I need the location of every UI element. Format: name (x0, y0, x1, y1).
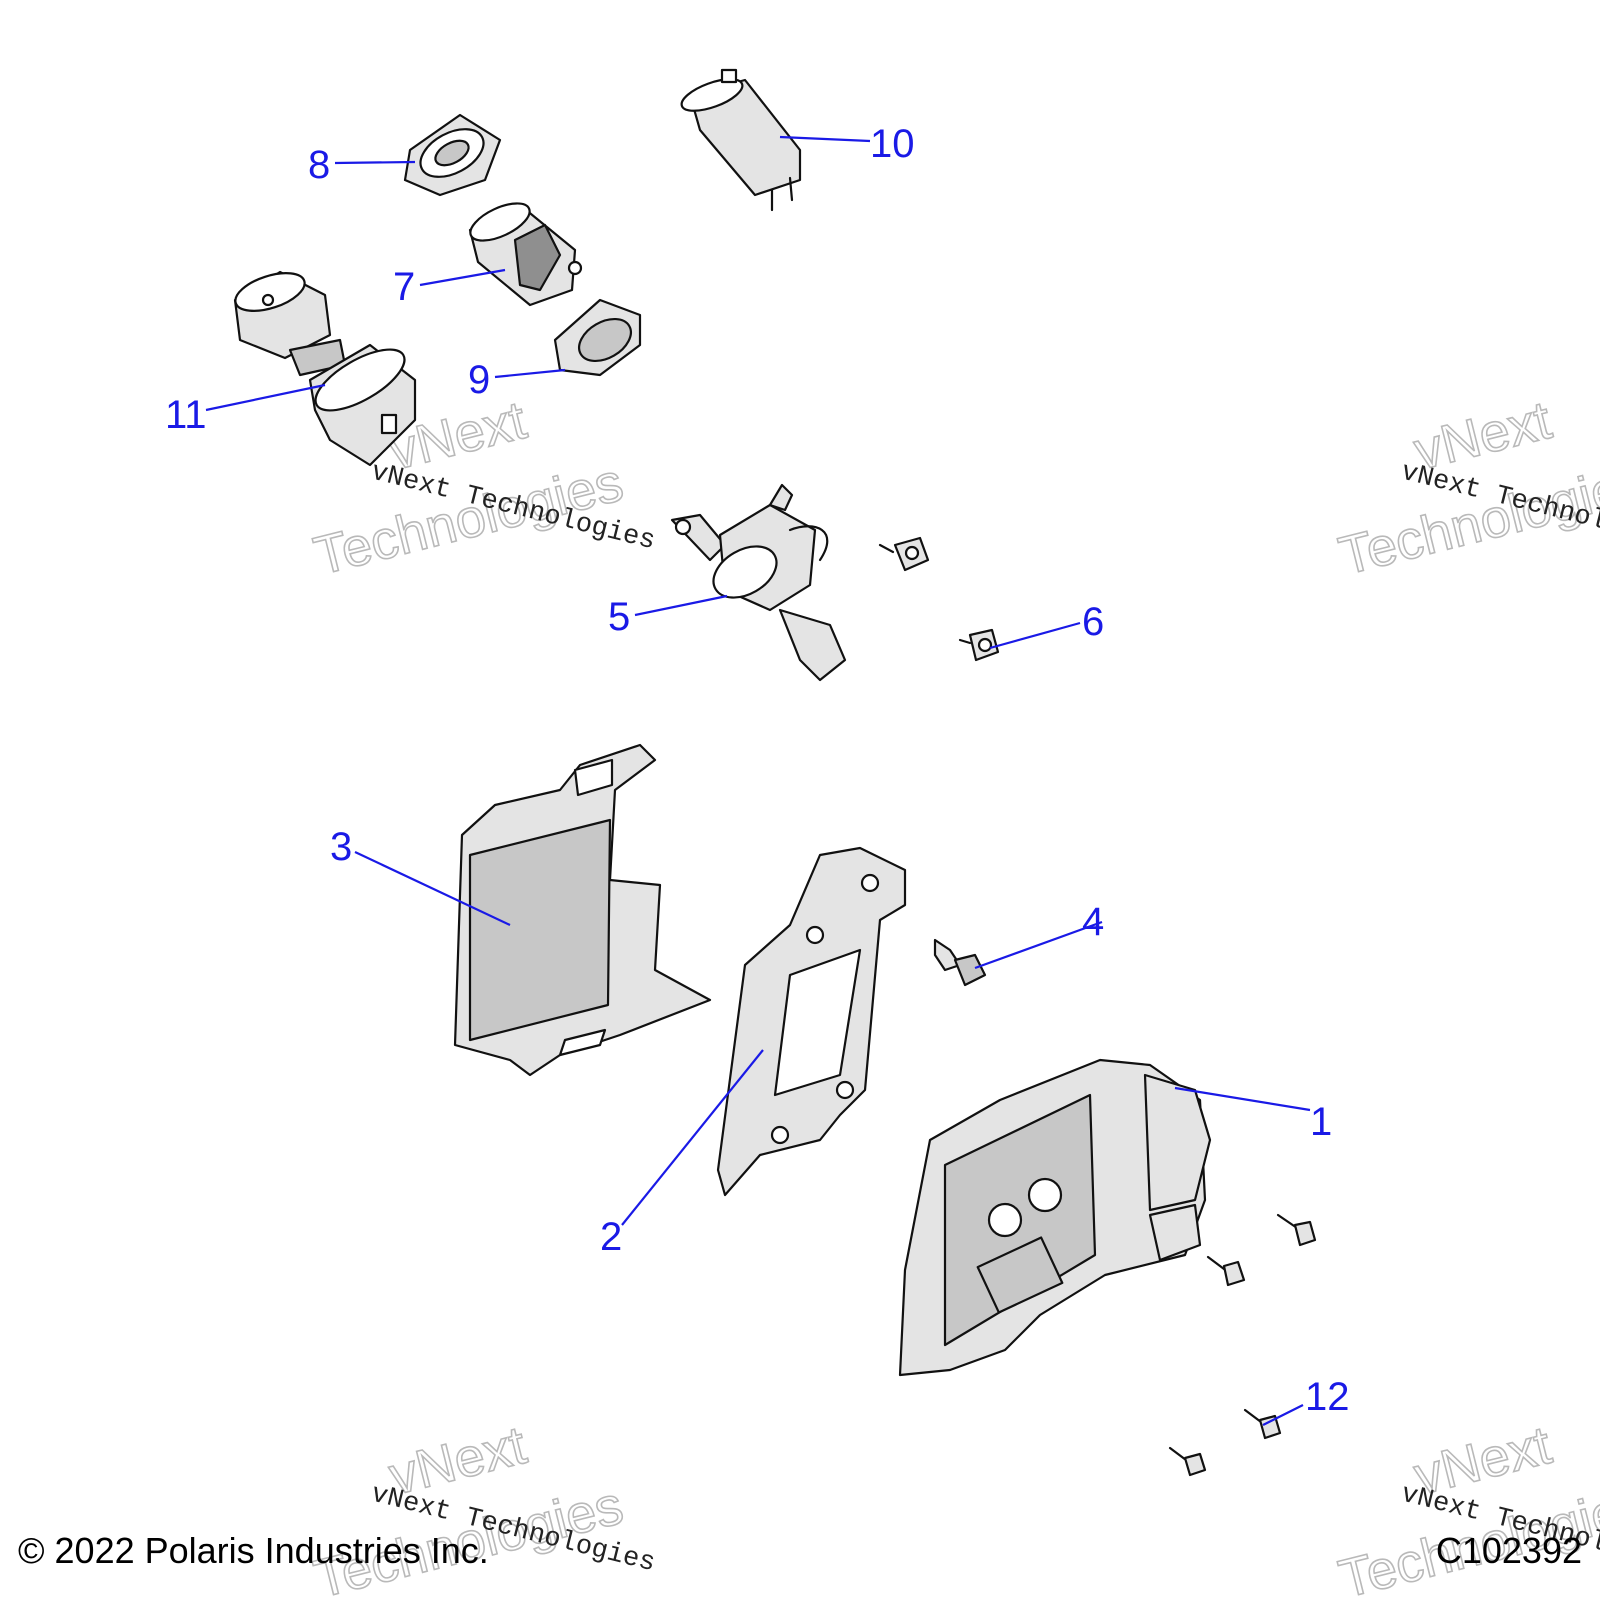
callout-4: 4 (1082, 900, 1104, 944)
callout-1: 1 (1310, 1100, 1332, 1144)
part-5-switch-assembly (670, 483, 847, 682)
copyright-text: © 2022 Polaris Industries Inc. (18, 1530, 489, 1571)
part-7-socket (468, 202, 583, 307)
callouts: 1 2 3 4 5 6 7 8 9 10 11 12 (165, 122, 1350, 1419)
part-9-cap (553, 298, 642, 377)
part-3-bracket (453, 743, 712, 1077)
leader-lines (205, 135, 1311, 1426)
part-1-ecu (898, 1058, 1212, 1377)
part-11-key-switch (233, 270, 417, 467)
watermark-top-right: vNext Technologies vNext Technologies (1333, 389, 1600, 587)
figure-id: C102392 (1435, 1530, 1582, 1571)
callout-5: 5 (608, 595, 630, 639)
callout-12: 12 (1305, 1375, 1350, 1419)
callout-8: 8 (308, 143, 330, 187)
callout-9: 9 (468, 358, 490, 402)
watermark-bottom-right: vNext Technologies vNext Technologies (1333, 1414, 1600, 1600)
callout-7: 7 (393, 265, 415, 309)
part-6-bolts (878, 536, 1000, 662)
watermark-bottom-left: vNext Technologies vNext Technologies (308, 1414, 658, 1600)
callout-2: 2 (600, 1215, 622, 1259)
callout-3: 3 (330, 825, 352, 869)
part-4-rivet (933, 938, 987, 987)
part-12-screws (1168, 1213, 1317, 1477)
part-2-plate (716, 846, 907, 1197)
callout-6: 6 (1082, 600, 1104, 644)
callout-10: 10 (870, 122, 915, 166)
part-10-relay (680, 68, 802, 212)
part-8-nut (403, 113, 502, 197)
callout-11: 11 (165, 393, 207, 437)
